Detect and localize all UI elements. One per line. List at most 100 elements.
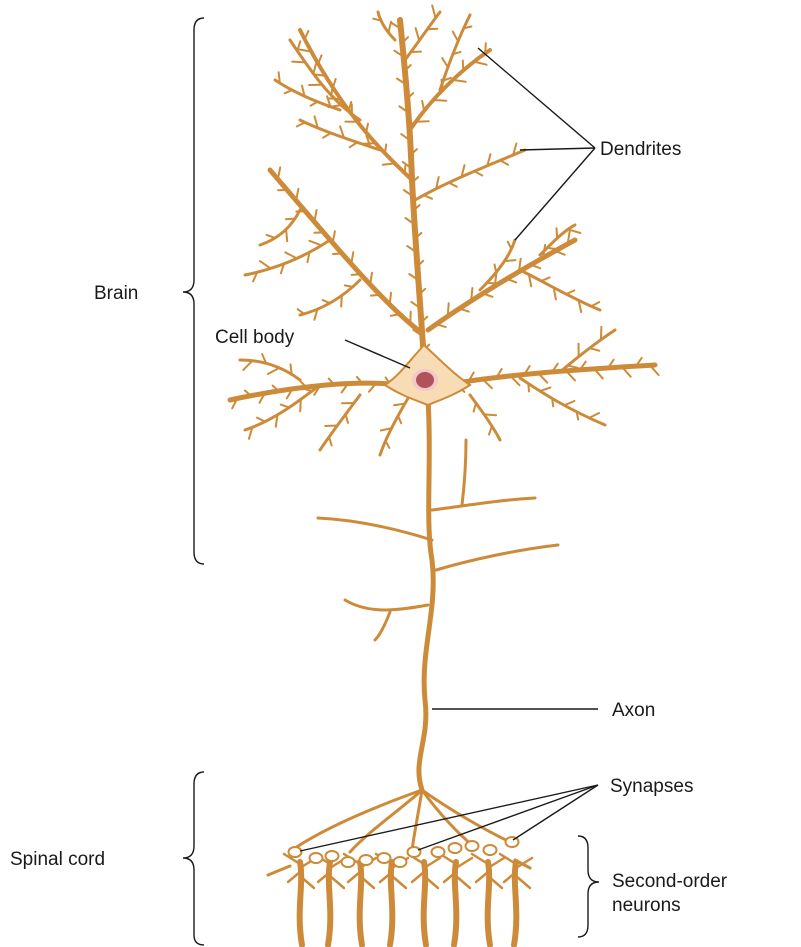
dendrite-spine [278, 168, 280, 180]
axon-collateral [432, 498, 535, 510]
dendrite-spine [449, 183, 457, 187]
dendrite-spine [383, 163, 395, 164]
dendrite-spine [333, 254, 342, 255]
axon-collateral [318, 518, 432, 540]
dendrite-spine [471, 288, 472, 301]
dendrites-label: Dendrites [600, 139, 681, 160]
dendrite-spine [314, 210, 316, 222]
dendrite-branch [300, 280, 360, 315]
dendrite-branch [470, 395, 500, 440]
axon-terminal [295, 790, 422, 848]
spinal-cord-label: Spinal cord [10, 849, 105, 870]
dendrite-branch [428, 240, 575, 330]
synapse-bouton [466, 841, 479, 851]
brain-label: Brain [94, 283, 138, 304]
dendrite-spine [442, 58, 448, 67]
dendrite-spine [453, 80, 466, 82]
second-order-neuron [360, 862, 362, 945]
dendrite-spine [398, 416, 401, 423]
dendrite-spine [433, 100, 446, 101]
synapse-bouton [394, 857, 407, 867]
dendrite-spine [601, 327, 602, 340]
dendrite-spine [405, 164, 406, 173]
dendrite-spine [291, 364, 292, 374]
axon-terminal [422, 790, 510, 842]
synapse-leader-1 [300, 785, 598, 851]
dendrite-spine [566, 290, 574, 294]
dendrite-spine [508, 242, 512, 249]
synapse-leader-3 [513, 785, 598, 840]
dendrite-spine [243, 361, 252, 370]
dendrite-spine [350, 142, 358, 147]
dendrite-spine [474, 403, 476, 412]
axon-label: Axon [612, 700, 655, 721]
dendrite-spine [309, 241, 321, 246]
synapse-bouton [326, 851, 339, 861]
synapse-bouton [289, 847, 302, 857]
synapses-label: Synapses [610, 776, 693, 797]
nucleus [416, 372, 434, 388]
dendrite-spine [346, 414, 348, 423]
dendrite-spine [448, 303, 449, 316]
dendrite-spine [323, 133, 331, 138]
dendrite-branch [520, 270, 600, 310]
dendrite-spine [484, 414, 496, 415]
dendrite-spine [388, 22, 391, 33]
dendrite-spine [305, 31, 309, 39]
dendrite-spine [303, 389, 312, 391]
cell-body-leader [345, 340, 410, 368]
dendrite-spine [325, 426, 337, 427]
dendrite-spine [267, 235, 275, 238]
dendrite-spine [495, 265, 497, 273]
dendrite-spine [386, 441, 390, 448]
dendrite-spine [505, 260, 516, 261]
dendrite-spine [489, 426, 492, 435]
dendrite-spine [557, 228, 558, 238]
dendrite-spine [285, 252, 297, 258]
dendrite-spine [292, 62, 305, 63]
axon-collateral [375, 612, 390, 640]
dendrite-spine [391, 314, 400, 315]
synapse-bouton [449, 843, 462, 853]
synapse-bouton [360, 855, 373, 865]
dendrite-spine [453, 32, 458, 42]
synapse-bouton [310, 853, 323, 863]
dendrite-spine [298, 309, 305, 314]
second-order-neuron [424, 862, 426, 945]
dendrite-spine [329, 437, 332, 446]
dendrite-spine [568, 366, 578, 368]
synapse-bouton [484, 845, 497, 855]
dendrite-branch [405, 12, 440, 60]
axon-terminal [350, 790, 422, 852]
dendrites-leader-top [478, 48, 595, 148]
axon-collateral [345, 600, 428, 610]
dendrite-spine [311, 102, 318, 106]
dendrite-spine [313, 64, 316, 74]
dendrite-spine [540, 388, 550, 392]
dendrite-branch [520, 378, 605, 425]
dendrite-spine [552, 398, 553, 406]
dendrite-spine [371, 295, 380, 296]
dendrite-spine [474, 171, 482, 175]
dendrite-spine [485, 43, 486, 53]
dendrite-spine [590, 348, 600, 351]
dendrite-spine [345, 285, 353, 286]
synapse-bouton [432, 847, 445, 857]
dendrites-leader-low [515, 148, 595, 240]
dendrite-spine [318, 55, 321, 63]
dendrite-spine [591, 302, 599, 306]
dendrite-spine [323, 300, 330, 303]
dendrite-spine [297, 122, 305, 126]
dendrite-spine [564, 401, 574, 405]
axon-shaft [419, 400, 433, 790]
dendrite-branch [260, 210, 300, 245]
second-order-dendrite [268, 866, 290, 875]
dendrite-spine [474, 62, 487, 65]
dendrite-spine [329, 98, 341, 99]
axon-collateral [462, 440, 466, 505]
second-order-label-line1: Second-order [612, 871, 728, 892]
dendrite-spine [500, 160, 508, 164]
dendrite-branch [378, 12, 395, 40]
dendrite-spine [432, 5, 435, 18]
dendrite-spine [268, 368, 280, 374]
